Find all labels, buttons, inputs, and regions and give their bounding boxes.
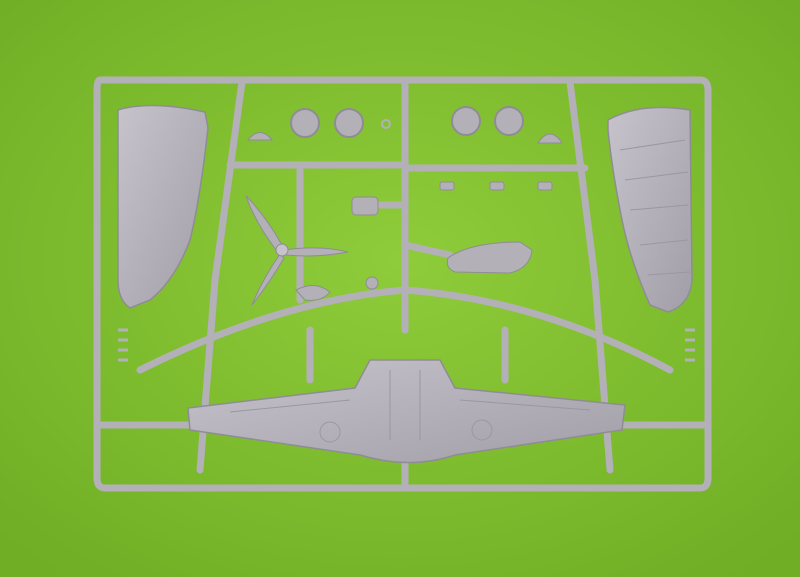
- lower-right-arc-runner: [401, 286, 674, 374]
- lower-wing: [187, 359, 626, 464]
- wheels: [290, 106, 524, 138]
- wheel-4: [494, 106, 524, 136]
- lower-left-arc-runner: [136, 286, 409, 374]
- right-fuselage-half: [607, 106, 693, 313]
- cowling-part: [446, 241, 533, 274]
- sprue-tabs: [118, 328, 695, 362]
- lower-mid-runner: [306, 326, 509, 384]
- wing-details: [229, 370, 591, 443]
- outer-frame: [93, 76, 712, 492]
- small-block-3: [537, 181, 553, 191]
- left-tailwheel-leg: [246, 132, 274, 141]
- engine-part: [351, 196, 379, 216]
- left-fuselage-half: [117, 104, 209, 309]
- right-fuselage-panel-lines: [619, 139, 691, 276]
- small-parts: [246, 132, 563, 301]
- propeller: [245, 195, 349, 306]
- inner-runner-2: [401, 241, 454, 259]
- wheel-3: [451, 106, 481, 136]
- hub-small: [381, 119, 391, 129]
- wheel-1: [290, 108, 320, 138]
- small-gear-part: [365, 276, 379, 290]
- sprue-frame: [93, 76, 712, 492]
- wheel-2: [334, 108, 364, 138]
- small-block-1: [439, 181, 455, 191]
- small-block-2: [489, 181, 505, 191]
- seat-part: [295, 285, 331, 301]
- right-tailwheel-leg: [537, 133, 563, 144]
